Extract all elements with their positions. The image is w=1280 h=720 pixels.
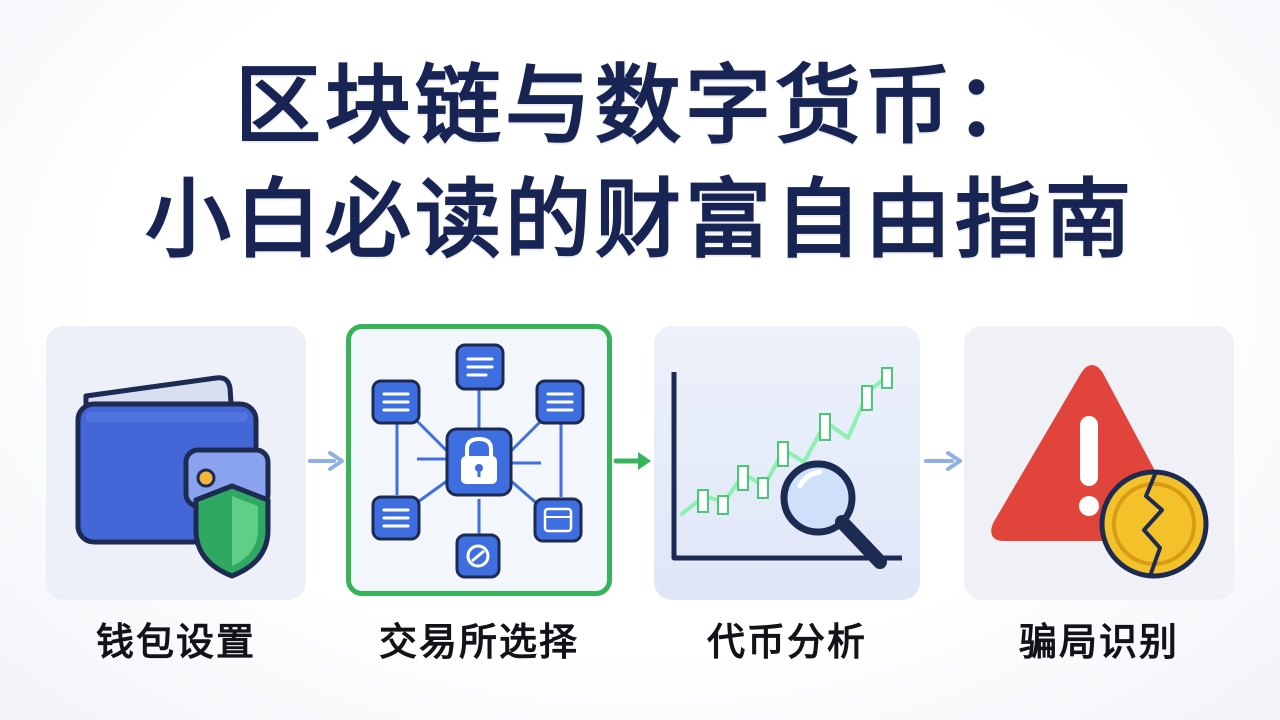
- title-line-1: 区块链与数字货币：: [235, 56, 1045, 156]
- blockchain-network-lock-icon: [371, 343, 585, 579]
- step-label-exchange: 交易所选择: [378, 620, 579, 664]
- title-line-2: 小白必读的财富自由指南: [145, 170, 1135, 270]
- wallet-card: [46, 326, 306, 600]
- candlestick-magnifier-icon: [671, 367, 902, 569]
- token-analysis-card: [654, 326, 920, 600]
- arrow-right-icon: [308, 451, 344, 471]
- exchange-card: [346, 324, 612, 596]
- step-label-token-analysis: 代币分析: [706, 620, 867, 664]
- wallet-shield-icon: [75, 375, 271, 579]
- arrow-right-icon: [924, 451, 962, 471]
- arrow-right-icon: [613, 452, 651, 470]
- page-title: 区块链与数字货币： 小白必读的财富自由指南: [0, 52, 1280, 274]
- step-label-wallet: 钱包设置: [95, 620, 256, 664]
- step-label-scam-detection: 骗局识别: [1018, 620, 1179, 664]
- scam-detection-card: [964, 326, 1234, 600]
- warning-broken-coin-icon: [991, 365, 1209, 579]
